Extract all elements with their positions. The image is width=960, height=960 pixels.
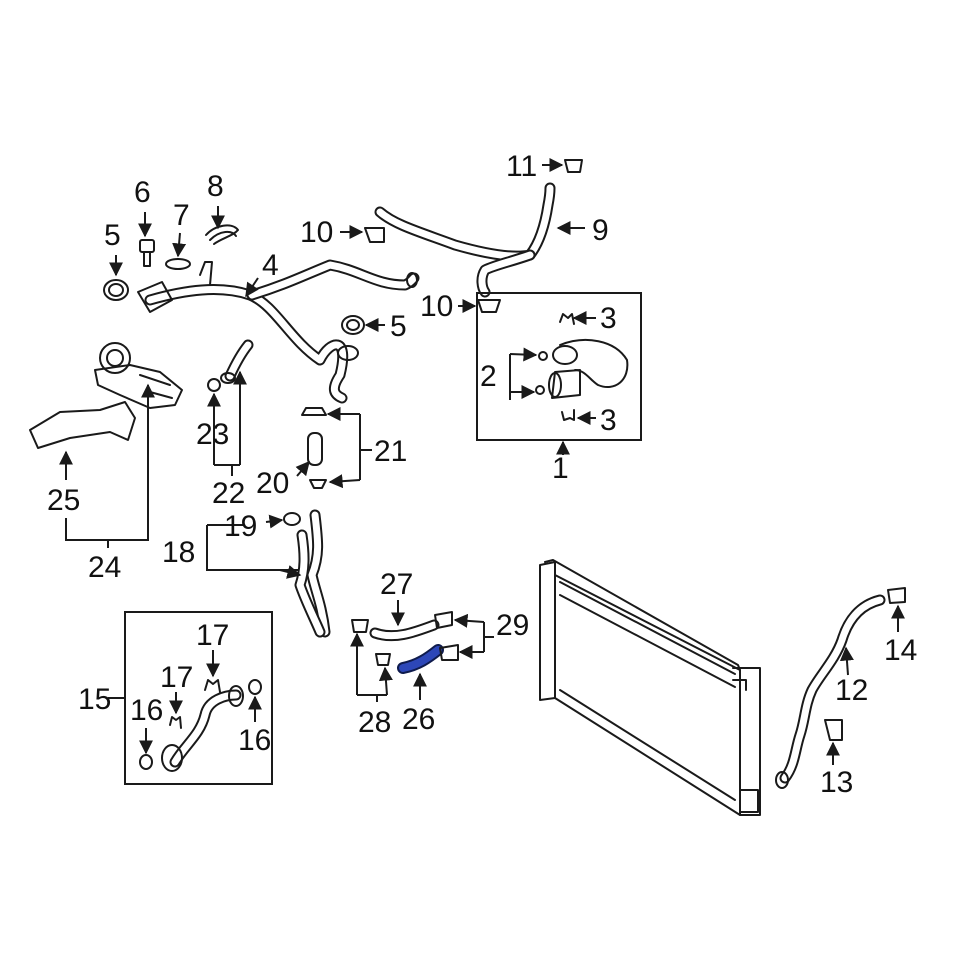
o-ring-part-23[interactable]: [207, 378, 221, 392]
coolant-hose-part-9[interactable]: [374, 182, 556, 298]
callout-29: 29: [496, 609, 529, 642]
callout-15: 15: [78, 683, 111, 716]
callout-5-right: 5: [390, 310, 407, 343]
leader-lines: [59, 158, 905, 765]
callout-22: 22: [212, 477, 245, 510]
hose-clamp-part-14[interactable]: [887, 587, 906, 604]
clip-part-17-upper[interactable]: [204, 679, 221, 693]
callout-14: 14: [884, 634, 917, 667]
callout-6: 6: [134, 176, 151, 209]
callout-26: 26: [402, 703, 435, 736]
callout-20: 20: [256, 467, 289, 500]
o-ring-part-2-lower[interactable]: [535, 385, 545, 395]
coolant-hose-part-15: [161, 685, 244, 772]
callout-10-upper: 10: [300, 216, 333, 249]
coolant-hose-part-12[interactable]: [775, 594, 886, 789]
hose-clamp-part-21-top[interactable]: [301, 407, 327, 416]
callout-9: 9: [592, 214, 609, 247]
hose-clamp-part-21-bottom[interactable]: [309, 479, 327, 489]
callout-5-left: 5: [104, 219, 121, 252]
callout-11: 11: [506, 150, 537, 183]
thermostat-housing-part-1: [548, 339, 629, 399]
clip-part-17-lower[interactable]: [169, 716, 182, 729]
callout-1: 1: [552, 452, 569, 485]
hose-clamp-part-28-lower[interactable]: [375, 653, 391, 666]
hose-part-20[interactable]: [307, 432, 323, 466]
highlighted-hose-part-26[interactable]: [397, 644, 444, 674]
callout-24: 24: [88, 551, 121, 584]
radiator: [539, 559, 761, 816]
callout-13: 13: [820, 766, 853, 799]
retaining-clip-part-8[interactable]: [205, 224, 239, 245]
callout-12: 12: [835, 674, 868, 707]
o-ring-part-7[interactable]: [165, 258, 191, 270]
callout-18: 18: [162, 536, 195, 569]
callout-28: 28: [358, 706, 391, 739]
callout-3-lower: 3: [600, 404, 617, 437]
seal-ring-part-5-right[interactable]: [341, 315, 365, 335]
clip-part-3-upper[interactable]: [559, 313, 575, 325]
callout-17-upper: 17: [196, 619, 229, 652]
callout-4: 4: [262, 249, 279, 282]
callout-numbers: 1 2 3 3 4 5 5 6 7 8 9 10 10 11 12 13 14 …: [47, 150, 917, 799]
callout-19: 19: [224, 510, 257, 543]
clip-part-3-lower[interactable]: [561, 409, 575, 421]
hose-clamp-part-29-lower[interactable]: [439, 644, 459, 661]
hose-clamp-part-13[interactable]: [824, 719, 843, 741]
pump-gasket-part-25[interactable]: [29, 401, 136, 449]
hose-clamp-part-11[interactable]: [564, 159, 583, 173]
hose-clamp-part-29-upper[interactable]: [434, 611, 453, 629]
callout-16-left: 16: [130, 694, 163, 727]
hose-clamp-part-10-top[interactable]: [364, 227, 385, 243]
callout-8: 8: [207, 170, 224, 203]
o-ring-part-16-left[interactable]: [139, 754, 153, 770]
seal-ring-part-5-left[interactable]: [103, 279, 129, 301]
callout-7: 7: [173, 199, 190, 232]
coolant-pipe-part-4[interactable]: [137, 259, 420, 404]
water-pump-part-24[interactable]: [94, 342, 183, 409]
callout-27: 27: [380, 568, 413, 601]
callout-23: 23: [196, 418, 229, 451]
o-ring-part-16-right[interactable]: [248, 679, 262, 695]
hose-clamp-part-28-upper[interactable]: [351, 619, 369, 633]
hose-clamp-part-10-bottom[interactable]: [477, 299, 501, 313]
callout-21: 21: [374, 435, 407, 468]
o-ring-part-19[interactable]: [283, 512, 301, 526]
temperature-sensor-part-6[interactable]: [139, 239, 155, 267]
thermostat-assembly-box-1[interactable]: [476, 292, 642, 441]
coolant-pipe-part-18[interactable]: [294, 509, 331, 638]
callout-2: 2: [480, 360, 497, 393]
callout-17-lower: 17: [160, 661, 193, 694]
callout-25: 25: [47, 484, 80, 517]
hose-kit-box-15[interactable]: [124, 611, 273, 785]
callout-10-lower: 10: [420, 290, 453, 323]
o-ring-part-2-upper[interactable]: [538, 351, 548, 361]
coolant-hose-part-27[interactable]: [369, 619, 440, 642]
callout-3-upper: 3: [600, 302, 617, 335]
callout-16-right: 16: [238, 724, 271, 757]
